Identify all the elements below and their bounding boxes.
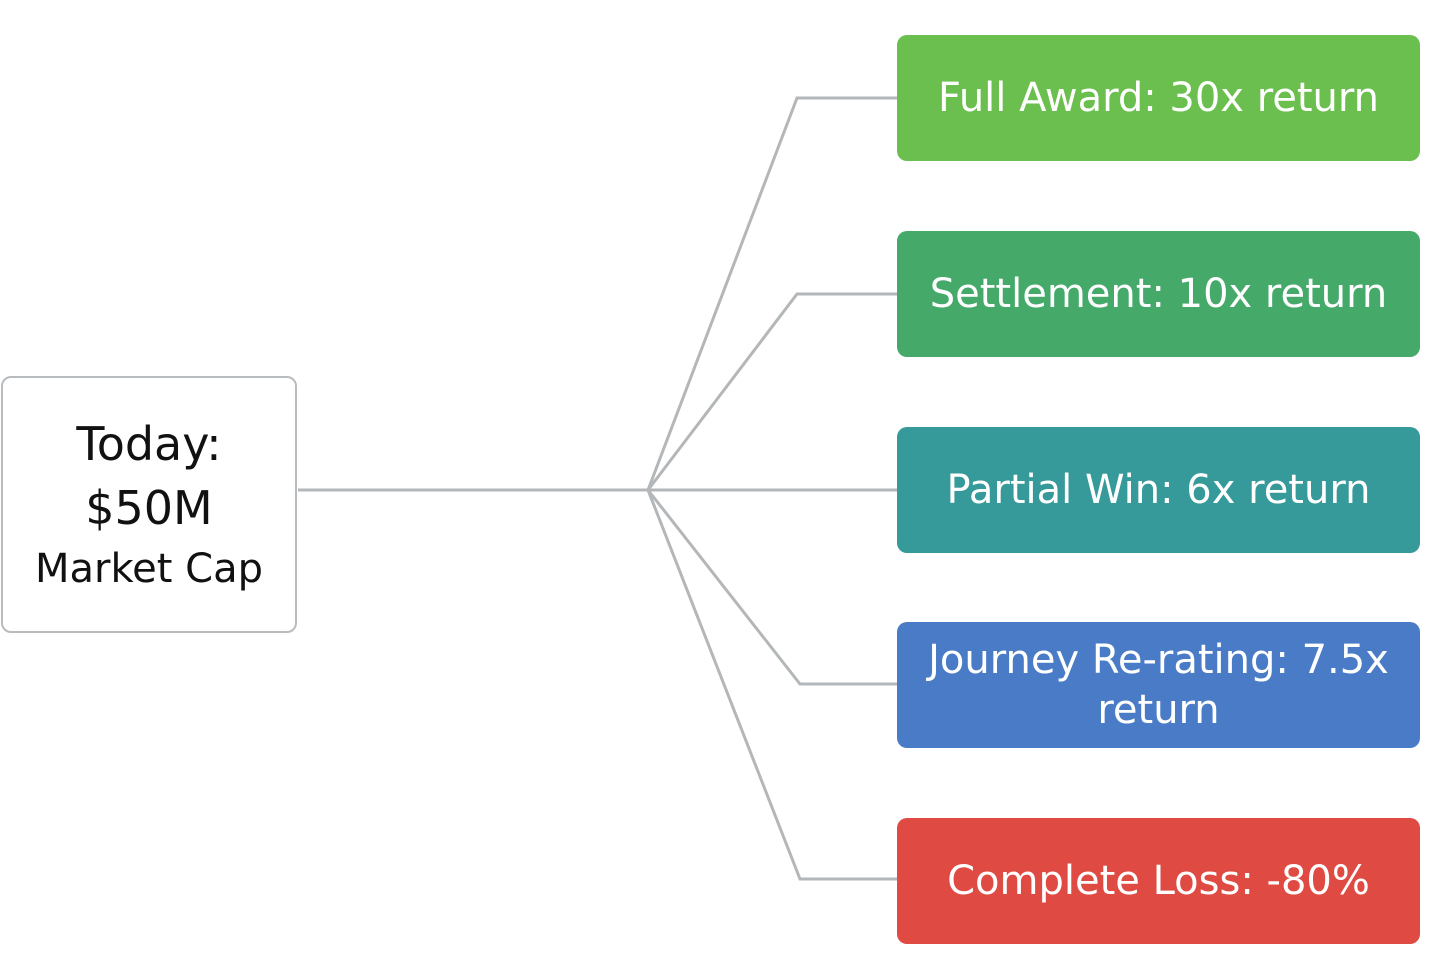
outcome-journey-re-rating: Journey Re-rating: 7.5x return bbox=[897, 622, 1420, 748]
branch-connector-complete-loss bbox=[646, 489, 897, 881]
branch-connector-journey-re-rating bbox=[646, 489, 897, 686]
outcome-label: Full Award: 30x return bbox=[938, 75, 1379, 121]
outcome-label: Settlement: 10x return bbox=[929, 271, 1388, 317]
branch-connector-settlement bbox=[646, 292, 897, 491]
outcome-complete-loss: Complete Loss: -80% bbox=[897, 818, 1420, 944]
outcome-label: Partial Win: 6x return bbox=[946, 467, 1371, 513]
current-valuation-node: Today: $50M Market Cap bbox=[1, 376, 297, 633]
root-title: Today: bbox=[76, 416, 222, 471]
outcome-partial-win: Partial Win: 6x return bbox=[897, 427, 1420, 553]
branch-connector-full-award bbox=[646, 96, 897, 491]
outcome-label: Complete Loss: -80% bbox=[947, 858, 1370, 904]
outcome-label: Journey Re-rating: 7.5x return bbox=[928, 637, 1389, 733]
outcome-settlement: Settlement: 10x return bbox=[897, 231, 1420, 357]
outcome-full-award: Full Award: 30x return bbox=[897, 35, 1420, 161]
root-market-cap-label: Market Cap bbox=[34, 545, 264, 592]
root-market-cap-value: $50M bbox=[85, 480, 213, 535]
